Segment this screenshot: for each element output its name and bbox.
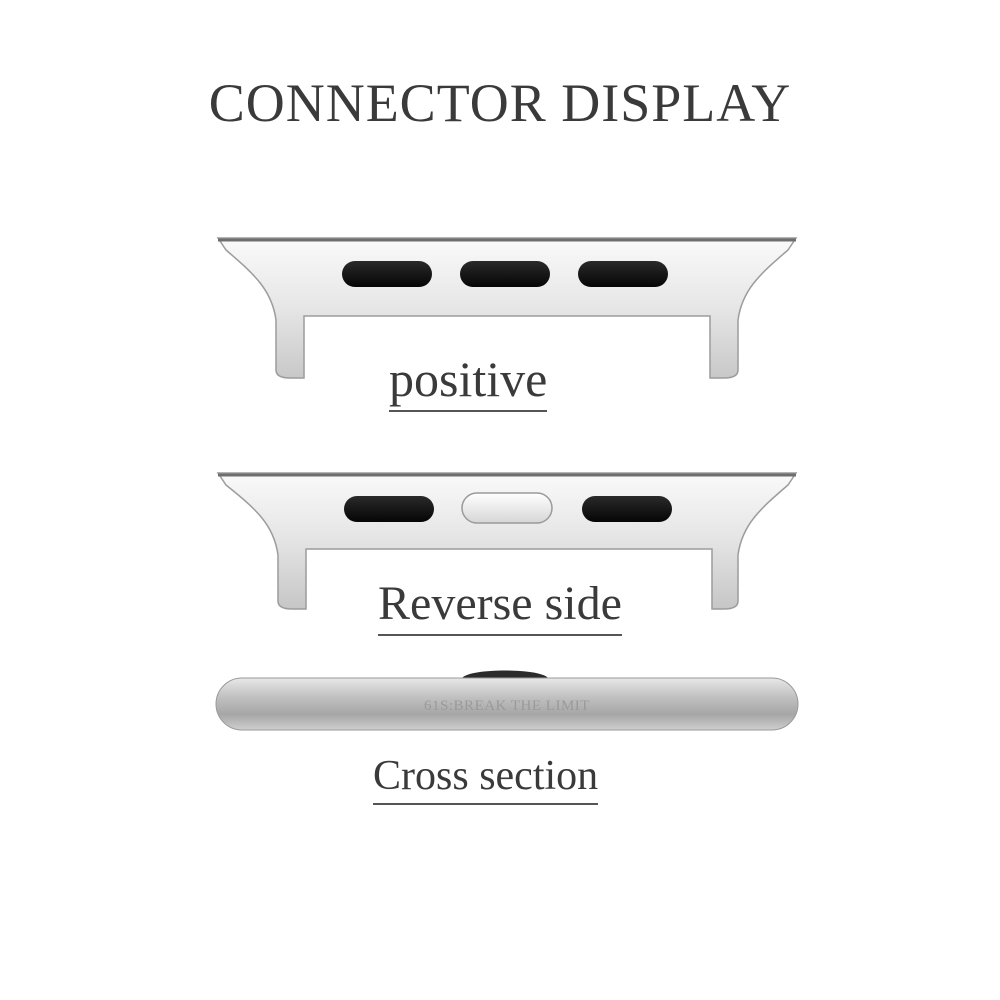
caption-positive: positive <box>389 354 548 412</box>
cross-bar <box>215 677 799 731</box>
page-title: CONNECTOR DISPLAY <box>208 73 792 133</box>
slot-left <box>342 261 432 287</box>
slot-right <box>578 261 668 287</box>
engraving-text: 61S:BREAK THE LIMIT <box>424 698 590 714</box>
connector-positive-view <box>216 237 798 379</box>
connector-reverse-view <box>216 472 798 610</box>
caption-reverse: Reverse side <box>378 580 622 636</box>
slot-center <box>460 261 550 287</box>
slot-left <box>344 496 434 522</box>
caption-cross-section: Cross section <box>373 755 599 805</box>
release-button <box>461 492 553 524</box>
slot-right <box>582 496 672 522</box>
connector-cross-section: 61S:BREAK THE LIMIT <box>215 670 799 731</box>
button-edge <box>462 670 548 678</box>
